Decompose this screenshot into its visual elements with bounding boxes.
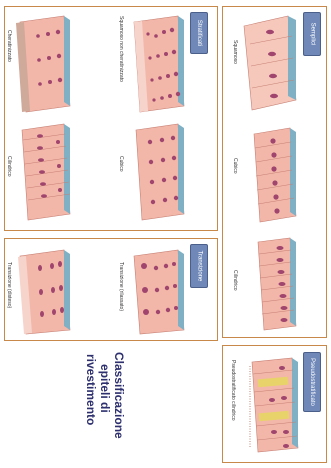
label-transizione-rilassato: Transizione (rilassato) <box>118 262 124 311</box>
tile-semplici-cilindrico <box>238 236 300 332</box>
label-semplici-cilindrico: Cilindrico <box>232 270 238 291</box>
transizione-disteso-illustration <box>14 248 74 336</box>
title-line-2: epiteli di <box>98 364 112 413</box>
header-stratificati: Stratificati <box>190 12 208 54</box>
label-stratificati-squamoso: Squamoso non cheratinizzato <box>118 16 124 82</box>
transizione-rilassato-illustration <box>128 248 188 336</box>
cilindrico-illustration <box>238 236 300 332</box>
squamoso-illustration <box>240 14 300 112</box>
title-line-1: Classificazione <box>112 352 126 439</box>
header-pseudostratificato: Pseudostratificato <box>303 352 321 412</box>
cubico-illustration <box>240 124 300 224</box>
stratificato-squamoso-illustration <box>128 14 188 114</box>
header-semplici: Semplici <box>303 12 321 56</box>
label-stratificati-cheratinizzato: Cheratinizzato <box>6 30 12 62</box>
tile-stratificati-cubico <box>128 122 188 222</box>
label-pseudostratificato: Pseudostratificato cilindrico <box>230 360 236 421</box>
label-stratificati-cubico: Cubico <box>118 156 124 172</box>
tile-pseudostratificato <box>236 356 302 456</box>
label-stratificati-cilindrico: Cilindrico <box>6 156 12 177</box>
tile-stratificati-cheratinizzato <box>14 14 74 114</box>
cheratinizzato-illustration <box>14 14 74 114</box>
tile-stratificati-cilindrico <box>14 122 74 222</box>
title-line-3: rivestimento <box>84 354 98 425</box>
tile-stratificati-squamoso <box>128 14 188 114</box>
tile-transizione-disteso <box>14 248 74 336</box>
tile-transizione-rilassato <box>128 248 188 336</box>
label-transizione-disteso: Transizione (disteso) <box>6 262 12 308</box>
label-semplici-squamoso: Squamoso <box>232 40 238 64</box>
header-transizione: Transizione <box>190 244 208 288</box>
stratificato-cilindrico-illustration <box>14 122 74 222</box>
pseudostratificato-illustration <box>236 356 302 456</box>
tile-semplici-squamoso <box>240 14 300 112</box>
tile-semplici-cubico <box>240 124 300 224</box>
label-semplici-cubico: Cubico <box>232 158 238 174</box>
page-title: Classificazione epiteli di rivestimento <box>96 352 126 462</box>
stratificato-cubico-illustration <box>128 122 188 222</box>
